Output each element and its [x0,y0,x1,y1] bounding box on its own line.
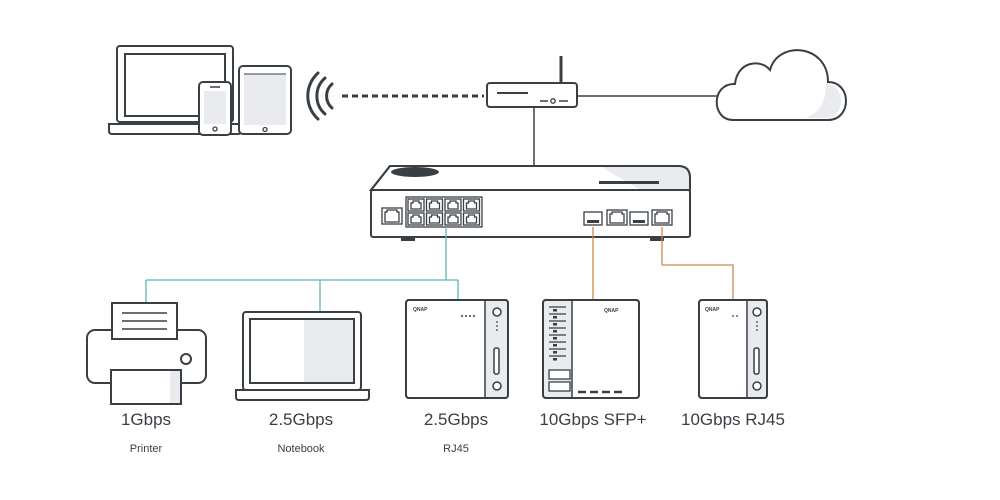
network-switch-icon [368,165,691,241]
drive-bay [549,341,566,347]
nas-2bay-icon: QNAP [405,299,509,399]
notebook-speed-label: 2.5Gbps [269,410,333,429]
sfp-port-icon [629,211,649,226]
printer-name-label: Printer [130,443,163,455]
router-icon [486,56,578,108]
rj45-port-icon [425,212,444,226]
nas-2bay-small-icon: QNAP [698,299,768,399]
teal-links [145,227,459,312]
nas-2bay-name-label: RJ45 [443,443,469,455]
uplink-rj45-port-icon [606,209,628,226]
sfp-port-icon [583,211,603,226]
nas-tower-icon: QNAP [542,299,640,399]
cloud-icon [715,49,847,121]
rj45-port-icon [407,198,425,212]
orange-links [592,227,734,300]
console-port-icon [381,207,403,225]
smartphone-icon [198,81,232,136]
nas-2bay-speed-label: 2.5Gbps [424,410,488,429]
drive-bay [549,306,566,312]
nas-small-brand-label: QNAP [705,307,720,313]
rj45-port-icon [462,198,481,212]
printer-speed-label: 1Gbps [121,410,171,429]
rj45-port-icon [407,212,425,226]
rj45-port-icon [462,212,481,226]
nas-small-speed-label: 10Gbps RJ45 [681,410,785,429]
drive-bay [549,348,566,354]
wifi-signal-icon [306,71,334,121]
notebook-icon [235,311,370,401]
uplink-rj45-port-icon [651,209,673,226]
nas-tower-brand-label: QNAP [604,308,619,314]
rj45-port-icon [444,198,462,212]
nas-tower-speed-label: 10Gbps SFP+ [539,410,646,429]
drive-bay [549,334,566,340]
drive-bay [549,355,566,361]
rj45-port-icon [425,198,444,212]
drive-bay [549,327,566,333]
notebook-name-label: Notebook [277,443,325,455]
rj45-port-icon [444,212,462,226]
nas-brand-label: QNAP [413,307,428,313]
tablet-icon [238,65,292,135]
drive-bay [549,320,566,326]
drive-bay [549,313,566,319]
printer-icon [86,302,207,405]
